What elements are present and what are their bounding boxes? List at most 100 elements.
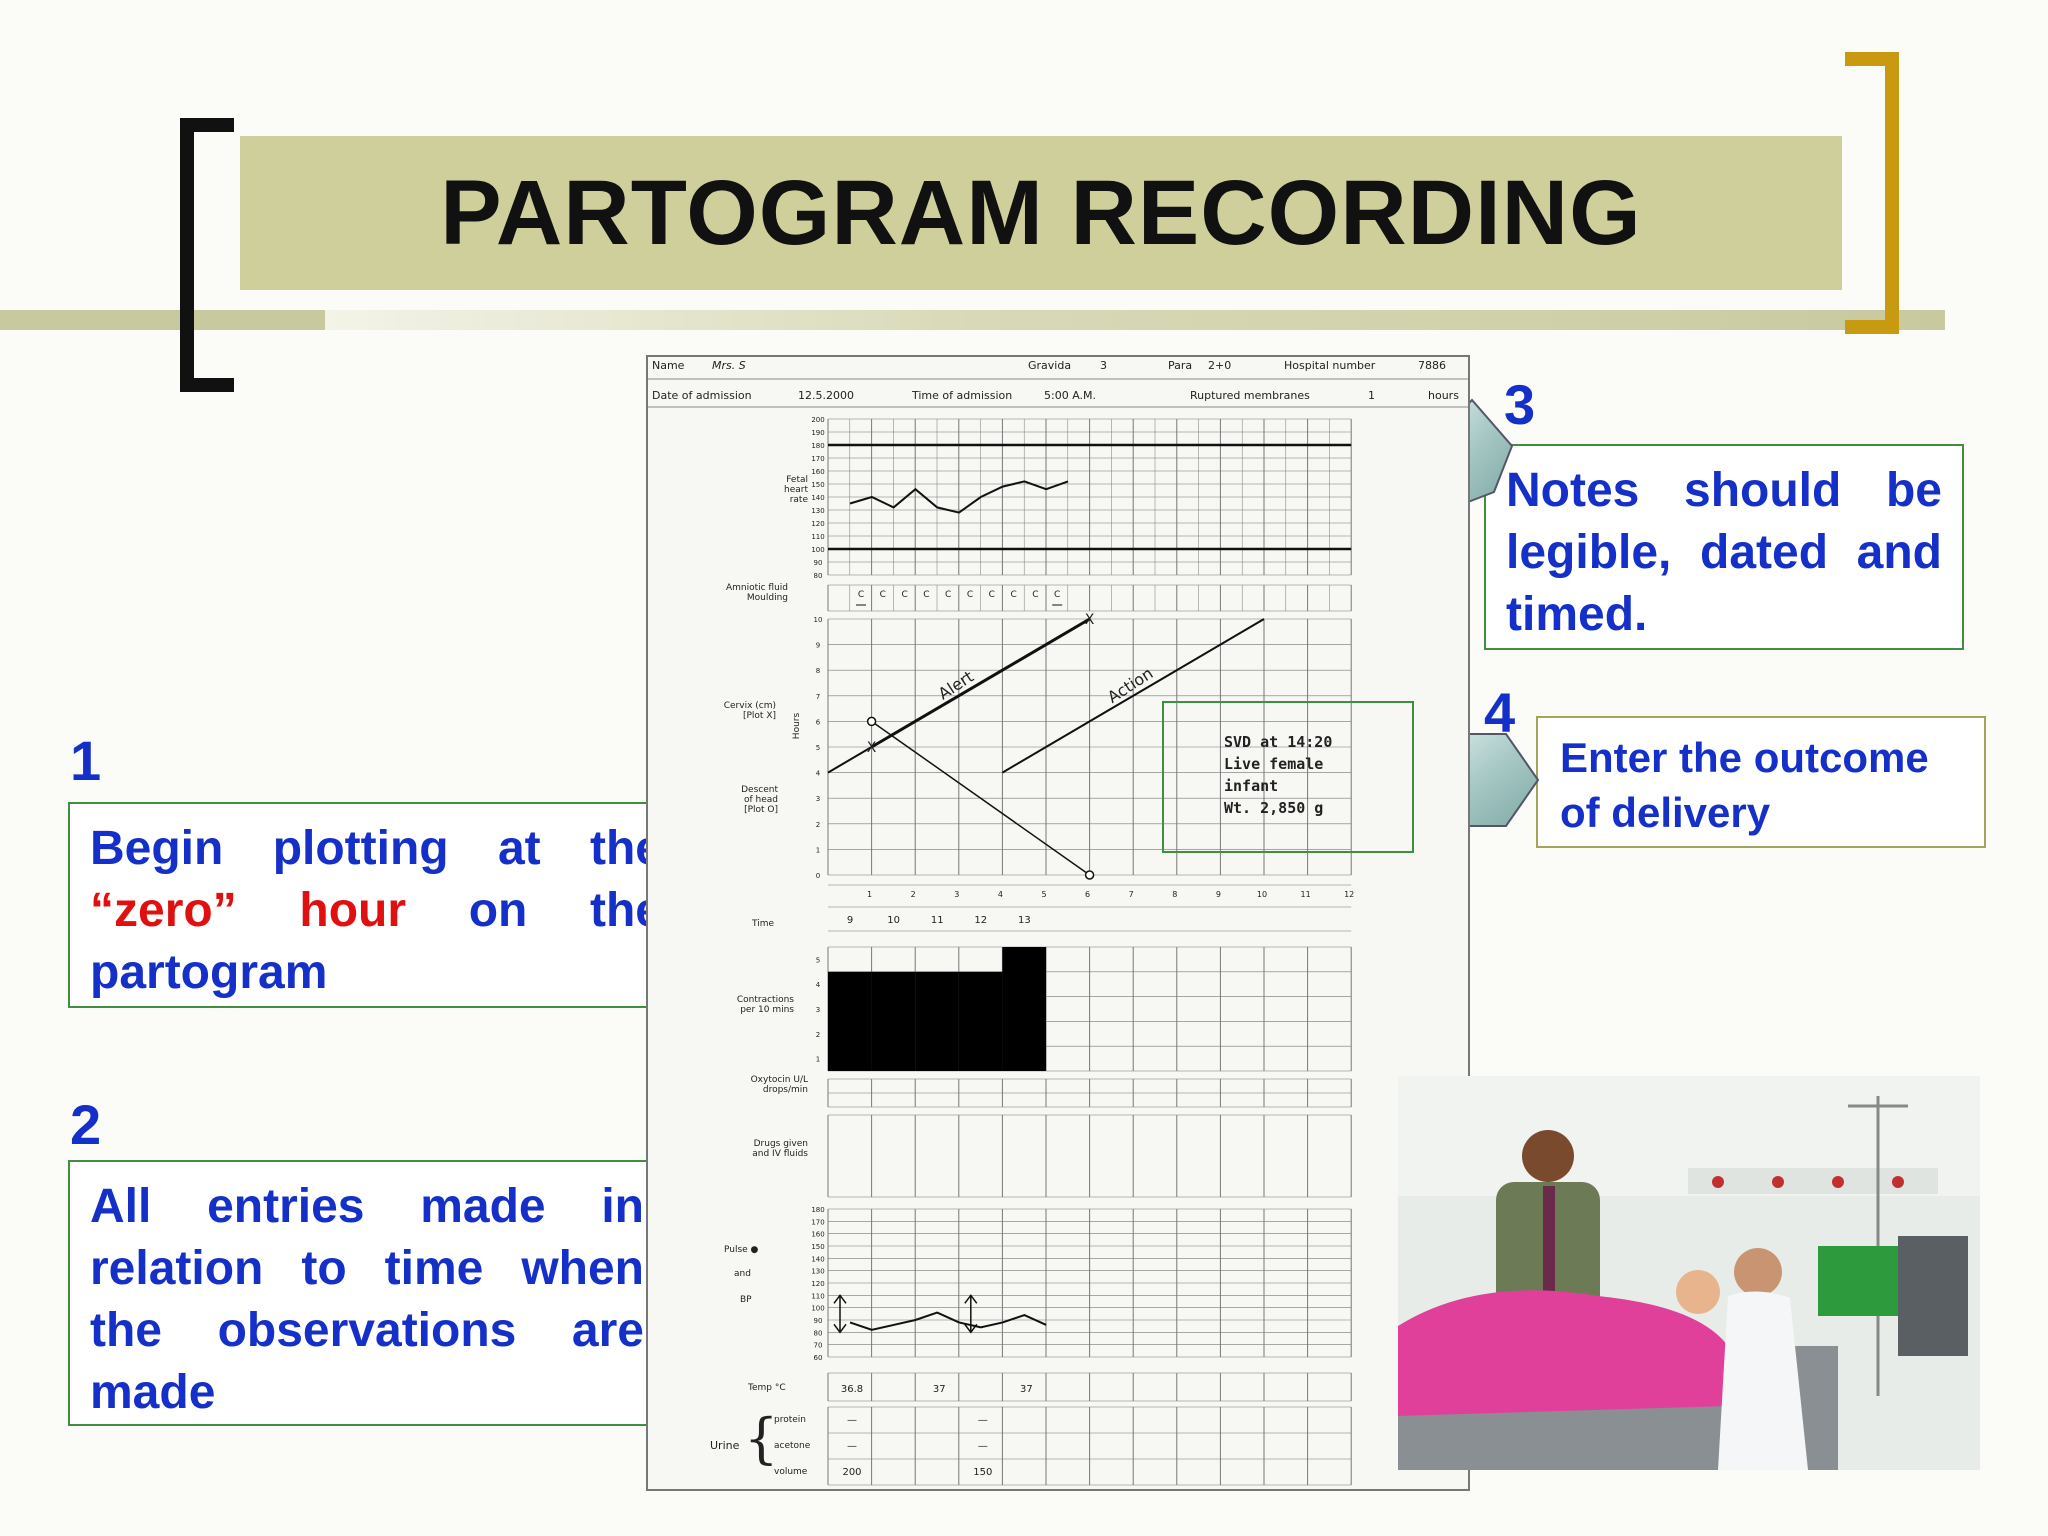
pt-hour-tick: 9 [1216, 890, 1221, 899]
pt-pulse-tick: 150 [811, 1243, 824, 1251]
pt-name-label: Name [652, 359, 685, 372]
pt-cervix-tick: 1 [816, 846, 820, 854]
pt-contraction-bar [915, 971, 959, 1071]
pt-contraction-tick: 4 [816, 981, 821, 989]
pt-hours-label: hours [1428, 389, 1459, 402]
callout-1: Begin plotting at the “zero” hour on the… [68, 802, 684, 1008]
pt-fhr-tick: 80 [814, 572, 823, 580]
title-rule-left [0, 310, 325, 330]
pt-hour-tick: 11 [1301, 890, 1311, 899]
outcome-line-1: SVD at 14:20 [1224, 733, 1333, 751]
pt-drugs-label: Drugs given and IV fluids [714, 1139, 808, 1159]
pt-contraction-tick: 5 [816, 956, 820, 964]
callout-1-text-highlight: “zero” hour [90, 884, 407, 937]
right-bracket-decoration [1845, 52, 1899, 334]
pt-hour-tick: 6 [1085, 890, 1090, 899]
pt-time-value: 12 [974, 915, 987, 926]
pt-temp-value: 36.8 [841, 1384, 863, 1395]
pt-cervix-line [870, 617, 1091, 749]
pt-fhr-tick: 150 [811, 481, 824, 489]
callout-4: Enter the outcome of delivery [1536, 716, 1986, 848]
delivery-outcome-box: SVD at 14:20 Live female infant Wt. 2,85… [1162, 701, 1414, 853]
callout-3-text: Notes should be legible, dated and timed… [1506, 464, 1942, 641]
pt-amniotic-value: C [880, 590, 886, 600]
callout-number-2: 2 [70, 1093, 102, 1156]
pt-time-value: 13 [1018, 915, 1031, 926]
pt-name-value: Mrs. S [712, 359, 746, 372]
pt-cervix-mark: X [867, 740, 877, 756]
pt-cervix-tick: 5 [816, 744, 820, 752]
pt-fhr-tick: 140 [811, 494, 824, 502]
pt-cervix-tick: 7 [816, 693, 820, 701]
pt-cervix-label-line: Cervix (cm) [723, 701, 776, 711]
pt-hour-tick: 12 [1344, 890, 1354, 899]
pt-time-label: Time [752, 919, 775, 929]
pt-amniotic-value: C [901, 590, 907, 600]
pt-cervix-label: Cervix (cm) [Plot X] [688, 701, 776, 721]
callout-3: Notes should be legible, dated and timed… [1484, 444, 1964, 650]
pt-hospital-value: 7886 [1418, 359, 1446, 372]
left-bracket-decoration [180, 118, 234, 392]
pt-amniotic-value: C [858, 590, 864, 600]
pt-action-line [1001, 618, 1265, 774]
pt-pulse-tick: 140 [811, 1255, 824, 1263]
pt-amniotic-value: C [1032, 590, 1038, 600]
title-rule-right [325, 310, 1945, 330]
pt-fhr-label: Fetal heart rate [748, 475, 808, 505]
pt-cervix-tick: 6 [816, 718, 821, 726]
pt-fhr-tick: 110 [811, 533, 824, 541]
callout-2: All entries made in relation to time whe… [68, 1160, 666, 1426]
pt-ruptured-value: 1 [1368, 389, 1375, 402]
pt-bp-systolic-mark [833, 1294, 847, 1304]
pt-drugs-label-line: and IV fluids [752, 1149, 808, 1159]
pt-contraction-tick: 2 [816, 1031, 820, 1039]
pt-gravida-label: Gravida [1028, 359, 1072, 372]
pt-pulse-tick: 100 [811, 1305, 824, 1313]
pt-cervix-tick: 8 [816, 667, 820, 675]
pt-hour-tick: 4 [998, 890, 1003, 899]
pt-pulse-label: Pulse ● [724, 1245, 759, 1255]
pt-gravida-value: 3 [1100, 359, 1107, 372]
pt-amniotic-value: C [1054, 590, 1060, 600]
pt-urine-value: — [978, 1441, 988, 1452]
pt-bp-label: BP [740, 1295, 752, 1305]
pt-oxytocin-label-line: drops/min [762, 1085, 808, 1095]
pt-bp-diastolic-mark [833, 1323, 847, 1334]
pt-drugs-label-line: Drugs given [753, 1139, 808, 1149]
pt-cervix-tick: 10 [814, 616, 823, 624]
photo-illustration [1398, 1076, 1980, 1470]
pt-pulse-tick: 80 [814, 1329, 823, 1337]
pt-fhr-tick: 120 [811, 520, 824, 528]
pt-temp-label: Temp °C [748, 1383, 786, 1393]
pt-bp-systolic-mark [964, 1294, 978, 1304]
pt-contraction-tick: 1 [816, 1056, 820, 1064]
pt-pulse-tick: 180 [811, 1206, 824, 1214]
pt-cervix-tick: 0 [816, 872, 820, 880]
pt-pulse-tick: 60 [814, 1354, 823, 1362]
pt-fhr-tick: 160 [811, 468, 824, 476]
callout-number-3: 3 [1504, 373, 1536, 436]
pt-descent-label: Descent of head [Plot O] [708, 785, 778, 815]
pt-fhr-tick: 100 [811, 546, 824, 554]
pt-amniotic-value: C [945, 590, 951, 600]
pt-urine-value: — [847, 1441, 857, 1452]
pt-descent-mark [1084, 870, 1095, 880]
pt-fhr-tick: 170 [811, 455, 824, 463]
pt-urine-value: 200 [842, 1467, 861, 1478]
pt-oxytocin-label: Oxytocin U/L drops/min [714, 1075, 808, 1095]
pt-time-value: 11 [931, 915, 944, 926]
pt-urine-row-protein: protein [774, 1415, 806, 1425]
pt-time-value: 9 [847, 915, 853, 926]
pt-admission-date-value: 12.5.2000 [798, 389, 854, 402]
pt-oxytocin-label-line: Oxytocin U/L [750, 1075, 808, 1085]
pt-cervix-label-line: [Plot X] [742, 711, 776, 721]
pt-amniotic-value: C [967, 590, 973, 600]
pt-amniotic-label-line: Moulding [746, 593, 788, 603]
pt-descent-line [871, 720, 1091, 876]
pt-descent-label-line: of head [743, 795, 778, 805]
title-band [240, 136, 1842, 290]
callout-4-text: Enter the outcome of delivery [1560, 734, 1929, 836]
pt-pulse-tick: 90 [814, 1317, 823, 1325]
pt-fhr-tick: 190 [811, 429, 824, 437]
